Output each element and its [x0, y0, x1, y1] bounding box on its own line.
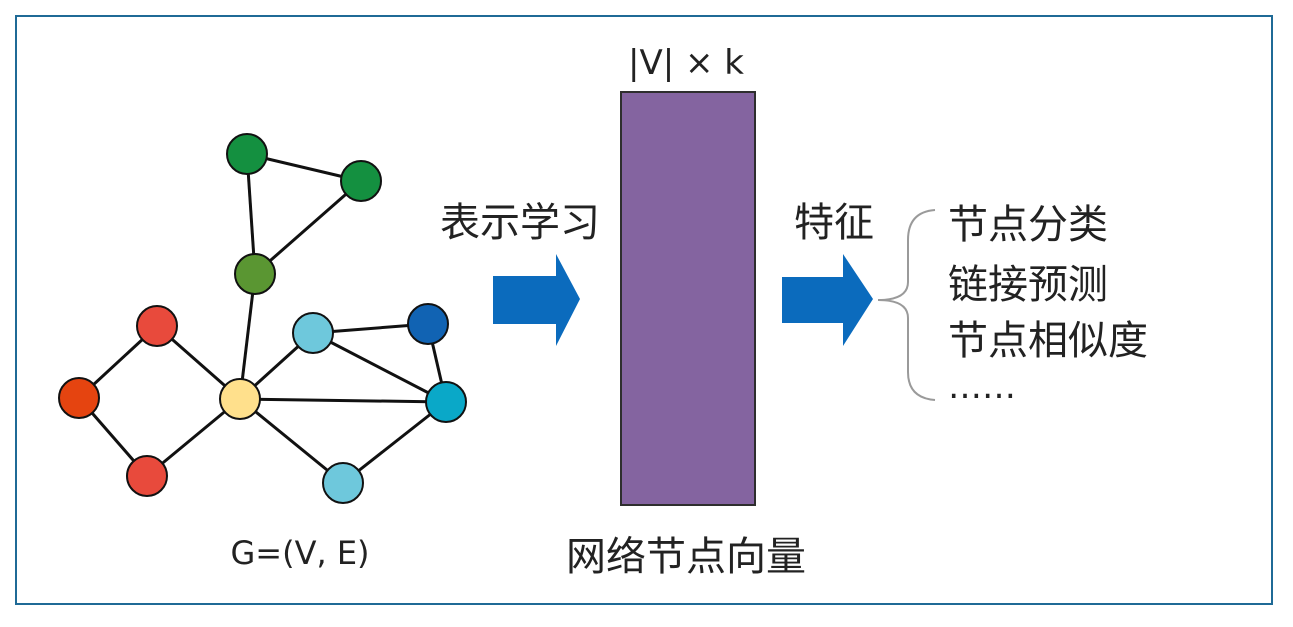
graph-node-c2: [322, 462, 364, 504]
graph-node-g1: [226, 133, 268, 175]
graph-node-r1: [136, 305, 178, 347]
graph-node-r3: [126, 455, 168, 497]
task-ellipsis: ……: [948, 367, 1016, 407]
graph-node-y1: [219, 378, 261, 420]
graph-label: G=(V, E): [230, 534, 369, 572]
task-link-prediction: 链接预测: [948, 262, 1108, 308]
task-node-classification: 节点分类: [948, 202, 1108, 248]
matrix-dimension-label: |V| × k: [628, 43, 744, 83]
arrow2-label: 特征: [794, 200, 874, 246]
arrow-right-icon: [782, 254, 873, 346]
graph-edge-y1-c2: [239, 397, 344, 485]
task-brace: [877, 209, 936, 401]
graph-node-g3: [234, 253, 276, 295]
graph-edge-y1-t1: [239, 397, 447, 404]
graph-node-t1: [425, 381, 467, 423]
graph-node-c1: [292, 312, 334, 354]
graph-edge-t1-c2: [342, 400, 447, 485]
graph-edge-g2-g3: [254, 179, 362, 276]
arrow1-label: 表示学习: [440, 200, 600, 246]
task-node-similarity: 节点相似度: [948, 318, 1148, 364]
graph-node-g2: [340, 160, 382, 202]
graph-node-b1: [407, 303, 449, 345]
arrow-right-icon: [493, 254, 580, 346]
node-vector-matrix: [620, 91, 756, 506]
graph-node-r2: [58, 377, 100, 419]
graph-nodes: [58, 133, 467, 504]
diagram-frame: [15, 15, 1273, 605]
graph-edges: [77, 152, 448, 485]
matrix-caption: 网络节点向量: [566, 534, 806, 580]
graph-edge-c1-t1: [312, 331, 447, 404]
